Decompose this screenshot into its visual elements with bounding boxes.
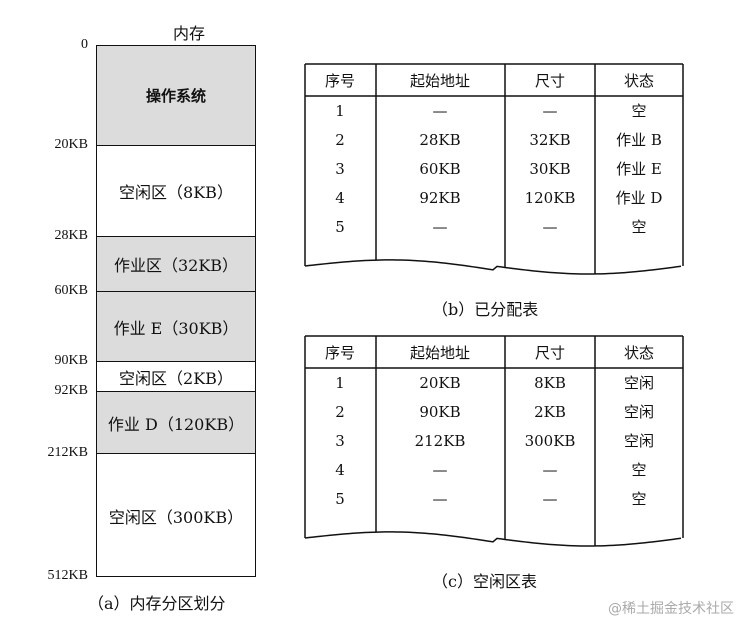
allocated-table-cell: 120KB bbox=[525, 189, 576, 207]
memory-segment-free-2kb: 空闲区（2KB） bbox=[97, 362, 255, 392]
memory-segment-free-300kb: 空闲区（300KB） bbox=[108, 508, 244, 527]
allocated-table-caption: （b）已分配表 bbox=[432, 300, 539, 319]
memory-segment-job-e: 作业 E（30KB） bbox=[97, 292, 255, 362]
free-table-cell: 空 bbox=[631, 461, 646, 479]
memory-segment-job-32kb: 作业区（32KB） bbox=[97, 237, 255, 292]
free-table-caption: （c）空闲区表 bbox=[432, 572, 537, 591]
free-table-cell: 3 bbox=[335, 432, 345, 450]
allocated-table-cell: 92KB bbox=[419, 189, 460, 207]
memory-segment-free-8kb: 空闲区（8KB） bbox=[97, 146, 255, 237]
free-table-header-cell: 序号 bbox=[325, 344, 355, 362]
address-label: 512KB bbox=[47, 568, 88, 583]
memory-title: 内存 bbox=[172, 24, 205, 43]
allocated-table-cell: 5 bbox=[335, 218, 345, 236]
memory-segment-os: 操作系统 bbox=[97, 46, 255, 146]
allocated-table-cell: 空 bbox=[631, 102, 646, 120]
free-table-wavy-bottom bbox=[304, 531, 682, 547]
free-table-cell: 空闲 bbox=[624, 374, 654, 392]
address-label: 20KB bbox=[54, 137, 88, 152]
allocated-table-cell: 60KB bbox=[419, 160, 460, 178]
free-table-header-cell: 起始地址 bbox=[410, 344, 470, 362]
allocated-table-cell: 作业 B bbox=[616, 131, 662, 149]
free-table-cell: 212KB bbox=[415, 432, 466, 450]
allocated-table: 序号 起始地址 尺寸 状态 1 — — 空 2 28KB 32KB 作业 B 3 60KB 30KB 作业 E… bbox=[304, 63, 684, 275]
allocated-table-cell: 3 bbox=[335, 160, 345, 178]
allocated-table-cell: 作业 E bbox=[616, 160, 662, 178]
free-table-cell: — bbox=[543, 461, 558, 479]
allocated-table-wavy-bottom bbox=[304, 259, 682, 275]
allocated-table-cell: 4 bbox=[335, 189, 345, 207]
free-table-cell: 5 bbox=[335, 490, 345, 508]
free-table-header-cell: 尺寸 bbox=[535, 344, 565, 362]
allocated-table-cell: — bbox=[543, 102, 558, 120]
allocated-table-header-cell: 序号 bbox=[325, 72, 355, 90]
free-table-cell: 90KB bbox=[419, 403, 460, 421]
free-table-cell: — bbox=[433, 490, 448, 508]
address-label: 28KB bbox=[54, 228, 88, 243]
watermark: @稀土掘金技术社区 bbox=[608, 601, 734, 617]
free-table-cell: 1 bbox=[335, 374, 345, 392]
memory-segment-job-d: 作业 D（120KB） bbox=[97, 392, 255, 454]
allocated-table-cell: — bbox=[433, 102, 448, 120]
free-table-cell: 20KB bbox=[419, 374, 460, 392]
memory-caption: （a）内存分区划分 bbox=[88, 594, 226, 613]
free-table-cell: 2KB bbox=[534, 403, 566, 421]
allocated-table-cell: 30KB bbox=[529, 160, 570, 178]
free-table-header-cell: 状态 bbox=[624, 344, 654, 362]
memory-bar: 操作系统 空闲区（8KB） 作业区（32KB） 作业 E（30KB） 空闲区（2… bbox=[96, 45, 256, 577]
free-table-cell: 4 bbox=[335, 461, 345, 479]
address-label: 92KB bbox=[54, 383, 88, 398]
allocated-table-cell: 1 bbox=[335, 102, 345, 120]
allocated-table-cell: — bbox=[543, 218, 558, 236]
allocated-table-cell: 作业 D bbox=[616, 189, 663, 207]
allocated-table-cell: 空 bbox=[631, 218, 646, 236]
address-label: 60KB bbox=[54, 283, 88, 298]
allocated-table-header-cell: 起始地址 bbox=[410, 72, 470, 90]
free-table-cell: 空闲 bbox=[624, 403, 654, 421]
free-table-cell: — bbox=[433, 461, 448, 479]
free-table-cell: 2 bbox=[335, 403, 345, 421]
free-table-cell: 空 bbox=[631, 490, 646, 508]
free-table-cell: — bbox=[543, 490, 558, 508]
address-label: 90KB bbox=[54, 353, 88, 368]
allocated-table-header-cell: 状态 bbox=[624, 72, 654, 90]
allocated-table-cell: — bbox=[433, 218, 448, 236]
address-label: 0 bbox=[81, 37, 88, 52]
free-table: 序号 起始地址 尺寸 状态 1 20KB 8KB 空闲 2 90KB 2KB 空闲 3 212KB 300K… bbox=[304, 335, 684, 547]
allocated-table-cell: 32KB bbox=[529, 131, 570, 149]
address-label: 212KB bbox=[47, 445, 88, 460]
allocated-table-cell: 28KB bbox=[419, 131, 460, 149]
free-table-cell: 空闲 bbox=[624, 432, 654, 450]
allocated-table-cell: 2 bbox=[335, 131, 345, 149]
allocated-table-header-cell: 尺寸 bbox=[535, 72, 565, 90]
free-table-cell: 300KB bbox=[525, 432, 576, 450]
free-table-cell: 8KB bbox=[534, 374, 566, 392]
